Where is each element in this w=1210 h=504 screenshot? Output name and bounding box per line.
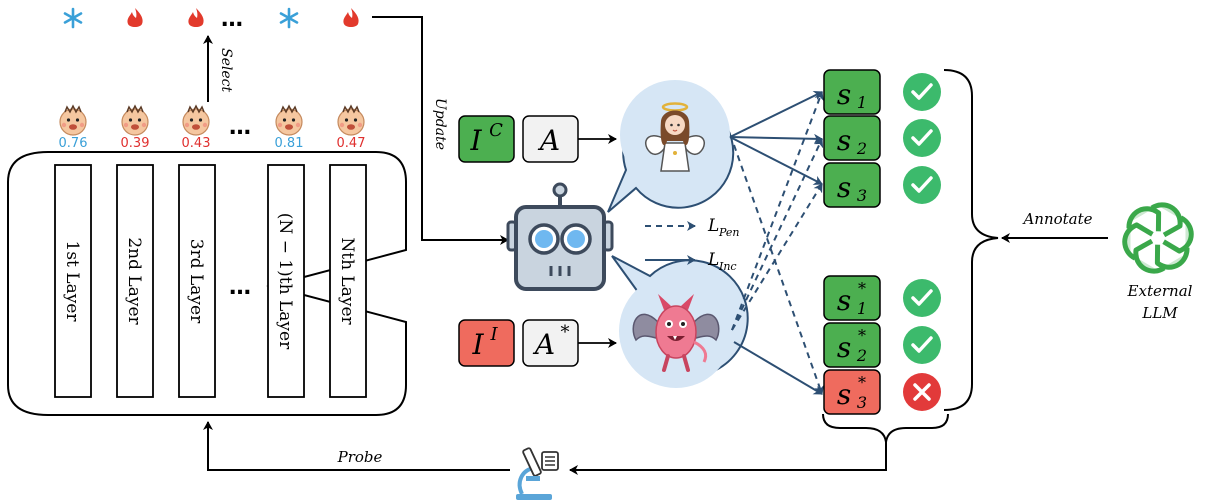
snowflake-icon [279, 7, 299, 29]
step-superscript: * [858, 279, 866, 298]
step-symbol: s [837, 378, 851, 411]
robot-icon [506, 182, 614, 291]
external-llm-label-line1: External [1127, 282, 1193, 300]
update-arrow [372, 16, 509, 245]
top-ellipsis: … [221, 7, 243, 32]
update-label: Update [432, 98, 448, 150]
microscope-icon [516, 447, 559, 500]
select-label: Select [218, 48, 234, 92]
layers-ellipsis: … [229, 275, 251, 300]
bottom-brace [822, 413, 949, 443]
head-face-icon [121, 104, 149, 136]
heads-ellipsis: … [229, 115, 251, 140]
layer-box [267, 164, 305, 398]
layer-label: Nth Layer [337, 237, 357, 325]
snowflake-icon [63, 7, 83, 29]
step-symbol: s [837, 124, 851, 157]
cross-icon [903, 373, 941, 411]
answer-star-box: A * [522, 319, 579, 367]
head-score: 0.76 [59, 136, 88, 151]
selected-heads-row: … [63, 7, 359, 32]
devil-icon [632, 294, 720, 372]
fire-icon [343, 8, 359, 27]
head-score: 0.43 [182, 136, 211, 151]
head-face-icon [182, 104, 210, 136]
openai-logo-icon [1122, 202, 1194, 274]
check-icon [903, 73, 941, 111]
head-score: 0.81 [275, 136, 304, 151]
answer-symbol: A [537, 124, 560, 157]
check-icon [903, 166, 941, 204]
step-subscript: 1 [857, 93, 867, 112]
head-score: 0.39 [121, 136, 150, 151]
answer-box: A [522, 115, 579, 163]
step-superscript: * [858, 326, 866, 345]
layer-label: (N − 1)th Layer [275, 213, 295, 350]
check-icon [903, 119, 941, 157]
layer-box [54, 164, 92, 398]
angel-icon [645, 102, 705, 172]
incorrect-instruction-box: I I [458, 319, 515, 367]
layer-box [329, 164, 367, 398]
attention-heads: 0.76 0.39 0.43 0.81 0.47 [59, 104, 366, 151]
answer-star-symbol: A [532, 328, 555, 361]
correct-instruction-box: I C [458, 115, 515, 163]
head-score: 0.47 [337, 136, 366, 151]
step-subscript: 2 [856, 346, 867, 365]
head-face-icon [275, 104, 303, 136]
layer-label: 3rd Layer [186, 239, 206, 324]
step-symbol: s [837, 78, 851, 111]
step-subscript: 3 [857, 393, 867, 412]
legend-pen-sub: Pen [718, 226, 740, 239]
probe-arrow [203, 421, 510, 471]
layer-box [178, 164, 216, 398]
check-icon [903, 326, 941, 364]
head-face-icon [59, 104, 87, 136]
step-subscript: 3 [857, 186, 867, 205]
instruction-correct-superscript: C [489, 120, 503, 141]
step-superscript: * [858, 373, 866, 392]
brace-to-microscope-arrow [569, 442, 887, 475]
right-brace [943, 69, 999, 411]
layer-label: 1st Layer [62, 241, 82, 323]
step-subscript: 2 [856, 139, 867, 158]
layer-box [116, 164, 154, 398]
instruction-correct-symbol: I [469, 124, 482, 157]
annotate-label: Annotate [1021, 210, 1092, 228]
legend-pen-main: L [707, 216, 719, 236]
connection-lines [729, 91, 825, 395]
head-face-icon [337, 104, 365, 136]
legend-inc-main: L [707, 250, 719, 270]
legend: L Pen L Inc [645, 216, 740, 273]
instruction-incorrect-symbol: I [471, 328, 484, 361]
step-symbol: s [837, 171, 851, 204]
step-symbol: s [837, 284, 851, 317]
layer-label: 2nd Layer [124, 237, 144, 325]
check-icon [903, 279, 941, 317]
fire-icon [188, 8, 204, 27]
fire-icon [127, 8, 143, 27]
instruction-incorrect-superscript: I [489, 324, 498, 345]
step-symbol: s [837, 331, 851, 364]
legend-inc-sub: Inc [718, 260, 737, 273]
step-subscript: 1 [857, 299, 867, 318]
answer-star-superscript: * [561, 322, 570, 343]
layer-stack: 1st Layer 2nd Layer 3rd Layer (N − 1)th Lay… [54, 164, 367, 398]
probe-label: Probe [337, 448, 383, 466]
external-llm-label-line2: LLM [1141, 304, 1178, 322]
